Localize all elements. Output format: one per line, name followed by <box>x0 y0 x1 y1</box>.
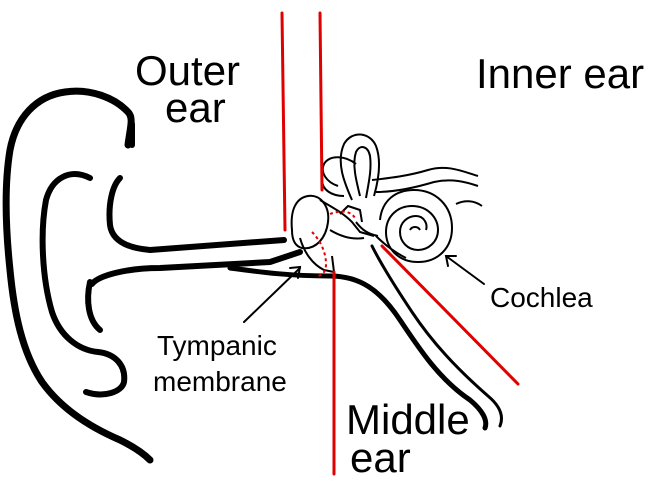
middle-ear-structures <box>292 196 378 272</box>
middle-inner-diagonal-line <box>382 246 518 384</box>
tympanic-label-line2: membrane <box>153 366 287 397</box>
semicircular-canals <box>322 134 482 206</box>
middle-ear-label-line2: ear <box>350 434 411 478</box>
pinna-outline <box>6 91 300 460</box>
outer-middle-boundary-line <box>282 13 285 230</box>
inner-ear-label: Inner ear <box>476 50 644 97</box>
outer-ear-label-line2: ear <box>165 84 226 131</box>
tympanic-pointer-line <box>244 268 300 322</box>
cochlea-label: Cochlea <box>490 282 593 313</box>
middle-inner-boundary-line <box>320 13 322 190</box>
cochlea-pointer-line <box>446 256 484 284</box>
tympanic-label-line1: Tympanic <box>157 330 277 361</box>
